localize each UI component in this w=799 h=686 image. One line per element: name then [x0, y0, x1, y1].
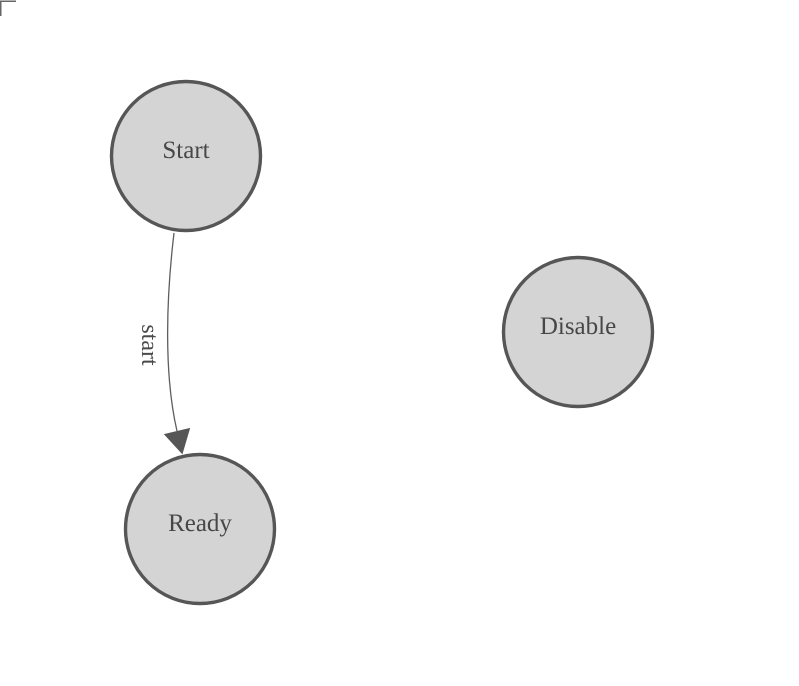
state-node-disable[interactable]: Disable — [501, 255, 655, 409]
edge-path[interactable] — [166, 232, 178, 432]
canvas-origin-mark — [0, 0, 16, 16]
state-circle-ready[interactable] — [123, 452, 277, 606]
state-label-ready: Ready — [168, 510, 232, 537]
state-circle-start[interactable] — [109, 79, 263, 233]
edge-arrowhead — [163, 427, 191, 455]
state-node-start[interactable]: Start — [109, 79, 263, 233]
edge-start-to-ready[interactable]: start — [136, 232, 191, 455]
state-node-ready[interactable]: Ready — [123, 452, 277, 606]
state-label-disable: Disable — [540, 313, 616, 340]
state-circle-disable[interactable] — [501, 255, 655, 409]
edge-label: start — [136, 324, 162, 366]
state-label-start: Start — [162, 137, 209, 164]
